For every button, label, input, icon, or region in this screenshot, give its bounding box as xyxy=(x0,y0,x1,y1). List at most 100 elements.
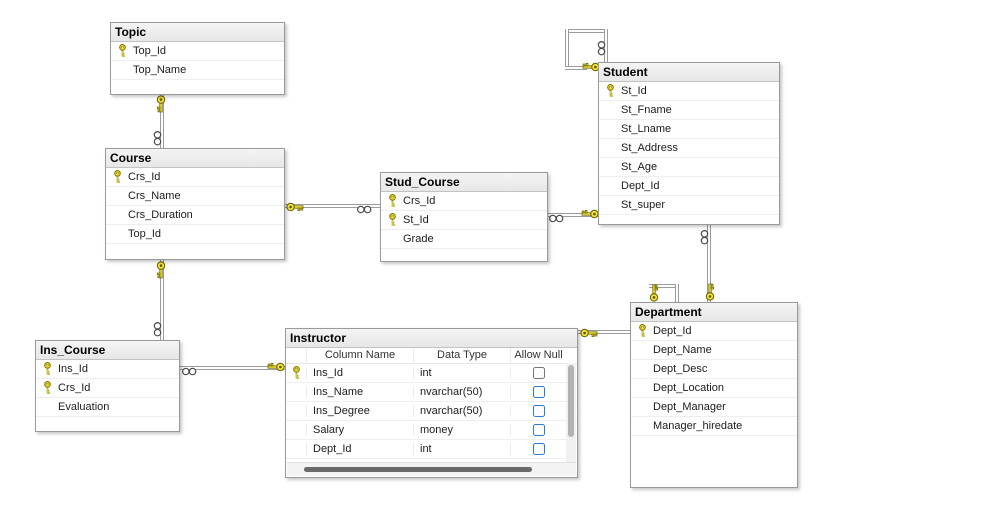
relationship-line[interactable] xyxy=(578,330,630,334)
column-row[interactable]: Top_Name xyxy=(111,61,284,80)
column-row[interactable]: St_Fname xyxy=(599,101,779,120)
column-row[interactable]: Top_Id xyxy=(111,42,284,61)
column-row[interactable]: Dept_Location xyxy=(631,379,797,398)
column-name: St_super xyxy=(621,199,666,211)
column-row[interactable]: Dept_Manager xyxy=(631,398,797,417)
key-icon xyxy=(156,95,168,113)
column-name-cell[interactable]: Ins_Degree xyxy=(306,405,413,417)
table-title-instructor[interactable]: Instructor xyxy=(286,329,577,348)
column-row[interactable]: St_Address xyxy=(599,139,779,158)
relationship-line[interactable] xyxy=(649,284,679,288)
column-name-cell[interactable]: Ins_Id xyxy=(306,367,413,379)
allow-nulls-checkbox[interactable]: ✔ xyxy=(532,405,545,417)
table-title-department[interactable]: Department xyxy=(631,303,797,322)
column-row[interactable]: Crs_Name xyxy=(106,187,284,206)
infinity-icon xyxy=(181,363,198,376)
column-name: Dept_Desc xyxy=(653,363,708,375)
relationship-line[interactable] xyxy=(285,204,380,208)
column-row[interactable]: Top_Id xyxy=(106,225,284,244)
allow-nulls-cell: ✔ xyxy=(510,386,566,398)
horizontal-scrollbar[interactable] xyxy=(287,462,576,476)
table-title-ins-course[interactable]: Ins_Course xyxy=(36,341,179,360)
column-row[interactable]: Dept_Name xyxy=(631,341,797,360)
column-row[interactable]: Dept_Id xyxy=(599,177,779,196)
relationship-line[interactable] xyxy=(565,29,608,33)
relationship-line[interactable] xyxy=(675,284,679,302)
relationship-line[interactable] xyxy=(160,260,164,340)
column-name: Dept_Manager xyxy=(653,401,726,413)
infinity-icon xyxy=(153,321,166,338)
grid-header-key-column xyxy=(286,348,306,363)
table-title-stud-course[interactable]: Stud_Course xyxy=(381,173,547,192)
column-row[interactable]: St_Lname xyxy=(599,120,779,139)
primary-key-icon xyxy=(111,44,133,58)
column-row[interactable]: St_Id xyxy=(599,82,779,101)
column-name-cell[interactable]: Dept_Id xyxy=(306,443,413,455)
data-type-cell[interactable]: money xyxy=(413,424,510,436)
relationship-line[interactable] xyxy=(565,66,587,70)
table-instructor[interactable]: Instructor Column Name Data Type Allow N… xyxy=(285,328,578,478)
column-row[interactable]: Crs_Id xyxy=(36,379,179,398)
key-icon xyxy=(647,284,659,302)
column-name: Ins_Id xyxy=(58,363,88,375)
grid-header-data-type: Data Type xyxy=(413,348,510,363)
allow-nulls-checkbox[interactable]: ✔ xyxy=(532,443,545,455)
column-row[interactable]: Ins_Id xyxy=(36,360,179,379)
relationship-line[interactable] xyxy=(565,29,569,70)
column-row[interactable]: Manager_hiredate xyxy=(631,417,797,436)
allow-nulls-checkbox[interactable]: ✔ xyxy=(532,424,545,436)
vertical-scrollbar[interactable] xyxy=(566,363,576,463)
column-row[interactable]: St_super xyxy=(599,196,779,215)
column-row[interactable]: Evaluation xyxy=(36,398,179,417)
allow-nulls-cell xyxy=(510,367,566,379)
column-row[interactable]: St_Age xyxy=(599,158,779,177)
column-row[interactable]: Crs_Id xyxy=(381,192,547,211)
relationship-line[interactable] xyxy=(707,225,711,302)
key-icon xyxy=(156,261,168,279)
column-row[interactable]: Dept_Id xyxy=(631,322,797,341)
table-title-course[interactable]: Course xyxy=(106,149,284,168)
column-row[interactable]: Crs_Duration xyxy=(106,206,284,225)
column-row[interactable]: Crs_Id xyxy=(106,168,284,187)
allow-nulls-cell: ✔ xyxy=(510,443,566,455)
column-name-cell[interactable]: Salary xyxy=(306,424,413,436)
column-name: Crs_Duration xyxy=(128,209,193,221)
data-type-cell[interactable]: int xyxy=(413,367,510,379)
column-row[interactable]: Grade xyxy=(381,230,547,249)
relationship-line[interactable] xyxy=(548,213,598,217)
vertical-scrollbar-thumb[interactable] xyxy=(568,365,574,437)
column-row[interactable]: Dept_Desc xyxy=(631,360,797,379)
allow-nulls-checkbox[interactable] xyxy=(532,367,545,379)
table-title-student[interactable]: Student xyxy=(599,63,779,82)
horizontal-scrollbar-thumb[interactable] xyxy=(304,467,532,472)
column-row[interactable]: St_Id xyxy=(381,211,547,230)
column-name: Manager_hiredate xyxy=(653,420,743,432)
primary-key-icon xyxy=(106,170,128,184)
data-type-cell[interactable]: nvarchar(50) xyxy=(413,405,510,417)
table-title-topic[interactable]: Topic xyxy=(111,23,284,42)
key-icon xyxy=(267,362,285,374)
relationship-line[interactable] xyxy=(180,366,285,370)
relationship-line[interactable] xyxy=(160,95,164,148)
column-name: Top_Id xyxy=(128,228,162,240)
data-type-cell[interactable]: nvarchar(50) xyxy=(413,386,510,398)
primary-key-icon xyxy=(286,366,306,380)
allow-nulls-checkbox[interactable]: ✔ xyxy=(532,386,545,398)
column-name-cell[interactable]: Ins_Name xyxy=(306,386,413,398)
data-type-cell[interactable]: int xyxy=(413,443,510,455)
